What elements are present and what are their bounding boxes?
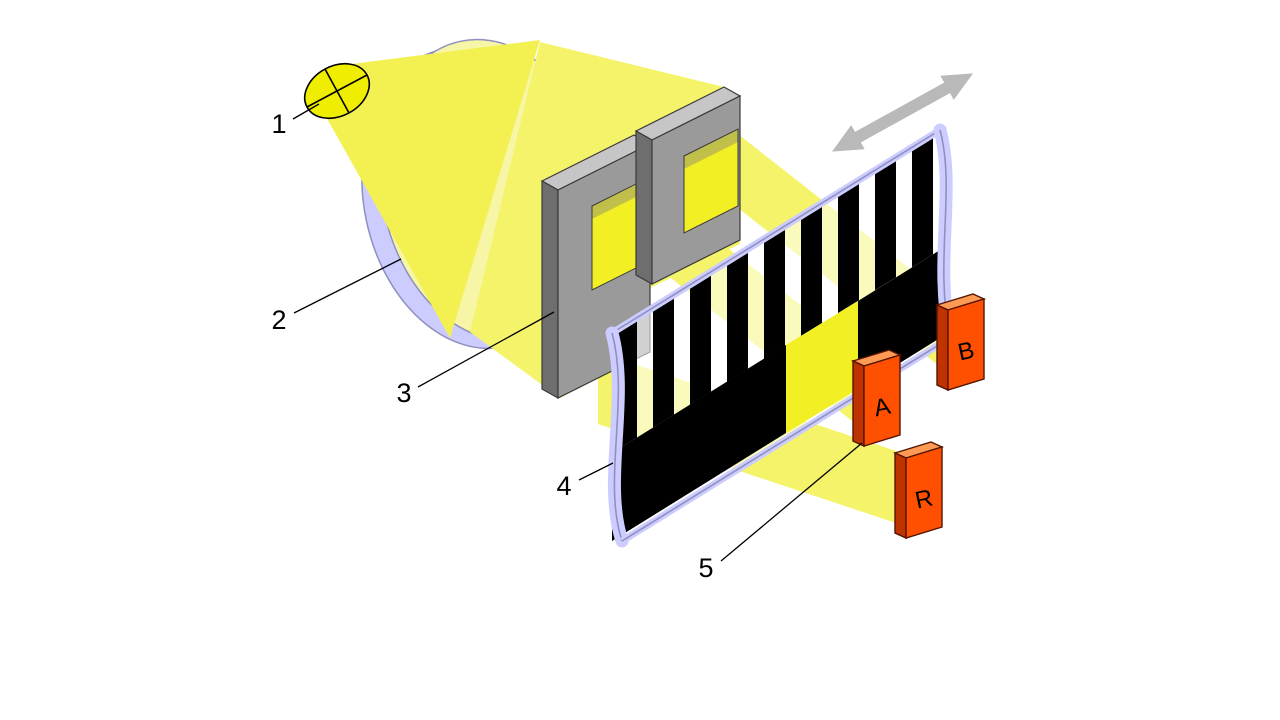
arrow-head-left: [831, 125, 865, 152]
mask-a-side-face: [541, 179, 559, 400]
callout-1: 1: [271, 103, 320, 139]
callout-4: 4: [556, 462, 614, 501]
strip-left-torn-edge-line: [611, 332, 623, 542]
strip-top-edge-line: [611, 129, 941, 334]
mask-plate-a: [540, 134, 652, 400]
motion-direction-arrow-icon: [831, 73, 974, 152]
detector-r-label: R: [913, 484, 936, 514]
detector-b-side-face: [936, 303, 949, 392]
lamp-cross-line-2: [324, 68, 350, 114]
mask-window-b-inner-edge: [684, 129, 738, 169]
callout-3-number: 3: [396, 378, 411, 408]
callout-4-number: 4: [556, 471, 571, 501]
callout-2-number: 2: [271, 305, 286, 335]
callout-5-leader-line: [720, 442, 863, 562]
mask-window-b-outline: [683, 128, 739, 234]
detector-b: B: [935, 293, 986, 392]
detector-a-label: A: [871, 393, 892, 423]
detector-r-side-face: [894, 451, 907, 540]
code-strip: [605, 123, 957, 548]
callout-1-leader-line: [292, 103, 320, 120]
light-cone: [320, 40, 540, 338]
detector-r: R: [893, 441, 944, 540]
callout-4-leader-line: [578, 462, 614, 481]
strip-black-band-left: [612, 345, 786, 541]
light-source: [303, 62, 371, 120]
mask-plate-b: [634, 86, 742, 286]
mask-window-a-inner-edge: [592, 178, 648, 219]
detector-a-side-face: [852, 359, 865, 448]
strip-stripes: [612, 130, 940, 453]
detector-b-front-face: [947, 298, 985, 391]
callout-1-number: 1: [271, 109, 286, 139]
callout-5: 5: [698, 442, 863, 583]
mask-b-side-face: [635, 129, 653, 286]
detector-b-label: B: [955, 337, 976, 367]
callout-5-number: 5: [698, 553, 713, 583]
detector-a-front-face: [863, 354, 901, 447]
callout-2-leader-line: [293, 258, 402, 314]
callout-3: 3: [396, 311, 555, 408]
detector-a: A: [851, 349, 902, 448]
arrow-head-right: [940, 73, 974, 100]
index-window-light: [786, 301, 858, 433]
callout-3-leader-line: [417, 311, 555, 388]
callout-2: 2: [271, 258, 402, 335]
detector-r-front-face: [905, 446, 943, 539]
